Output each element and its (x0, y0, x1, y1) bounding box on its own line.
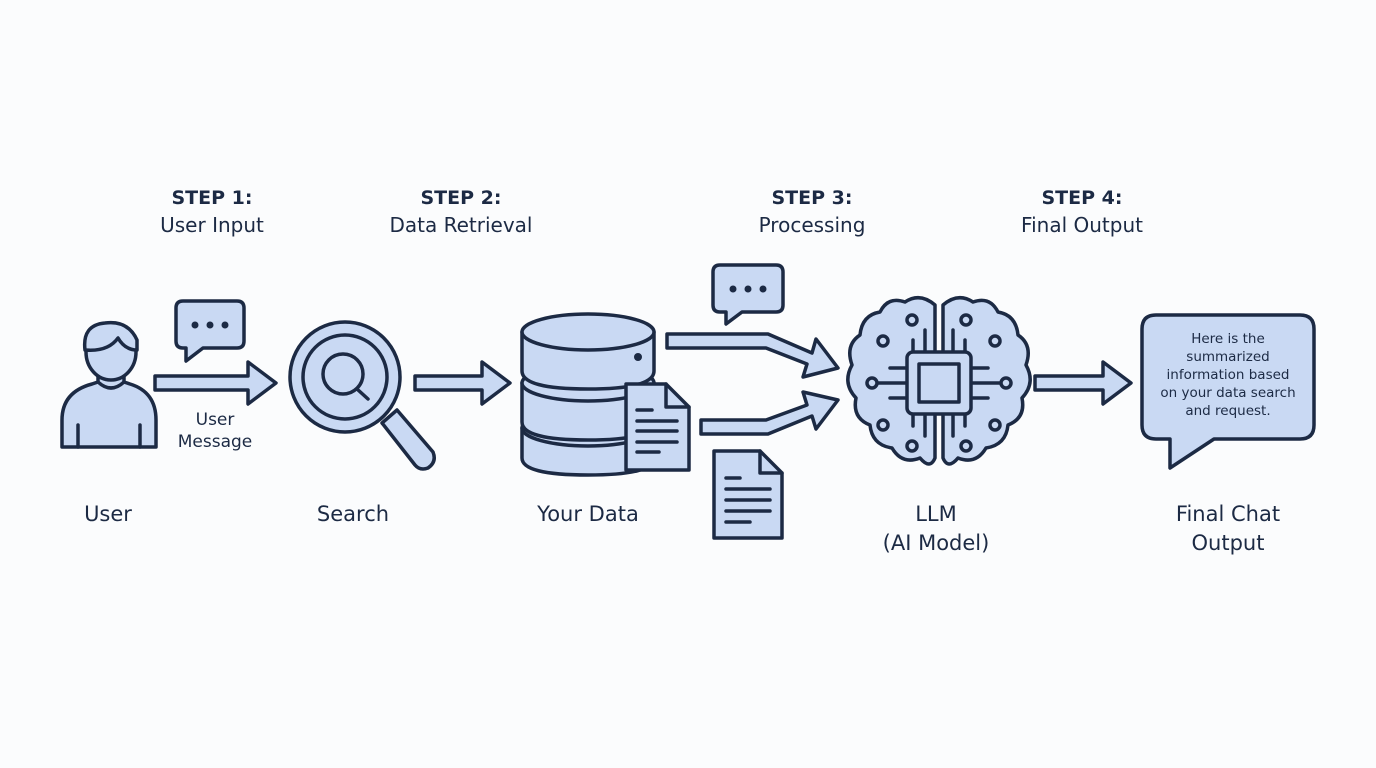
document-icon (624, 382, 691, 472)
user-message-label: User Message (155, 409, 275, 453)
arrow-icon (699, 390, 840, 436)
step-2-header: STEP 2: Data Retrieval (341, 185, 581, 239)
node-label-search: Search (316, 502, 390, 526)
node-label-llm-line1: LLM (915, 502, 957, 526)
magnifier-icon (288, 320, 436, 471)
step-4-header: STEP 4: Final Output (962, 185, 1202, 239)
node-label-your-data: Your Data (537, 502, 639, 526)
output-line: information based (1166, 367, 1290, 383)
node-label-final-output: Final Chat Output (1148, 500, 1308, 558)
arrow-icon (413, 360, 512, 406)
output-line: Here is the (1191, 331, 1265, 347)
step-3-title: Processing (758, 213, 866, 237)
node-label-llm: LLM (AI Model) (866, 500, 1006, 558)
step-3-number: STEP 3: (771, 187, 853, 209)
step-2-number: STEP 2: (420, 187, 502, 209)
speech-bubble-icon (1140, 313, 1316, 470)
output-bubble-text: Here is the summarized information based… (1148, 330, 1308, 420)
step-4-number: STEP 4: (1041, 187, 1123, 209)
output-line: summarized (1186, 349, 1270, 365)
arrow-icon (1033, 360, 1133, 406)
output-line: on your data search (1160, 385, 1296, 401)
node-label-user: User (84, 502, 132, 526)
step-1-header: STEP 1: User Input (92, 185, 332, 239)
step-3-header: STEP 3: Processing (692, 185, 932, 239)
chat-bubble-icon (711, 263, 785, 326)
step-1-title: User Input (160, 213, 264, 237)
chat-bubble-icon (174, 299, 246, 363)
node-label-llm-line2: (AI Model) (882, 531, 990, 555)
arrow-icon (153, 360, 278, 406)
step-4-title: Final Output (1021, 213, 1143, 237)
node-label-final-line2: Output (1191, 531, 1265, 555)
brain-chip-icon (846, 295, 1032, 466)
node-label-final-line1: Final Chat (1175, 502, 1281, 526)
output-line: and request. (1185, 403, 1271, 419)
arrow-icon (665, 332, 840, 379)
step-2-title: Data Retrieval (389, 213, 533, 237)
user-icon (60, 320, 158, 449)
user-message-label-line1: User (195, 410, 235, 430)
document-icon (712, 449, 784, 540)
step-1-number: STEP 1: (171, 187, 253, 209)
user-message-label-line2: Message (177, 432, 253, 452)
